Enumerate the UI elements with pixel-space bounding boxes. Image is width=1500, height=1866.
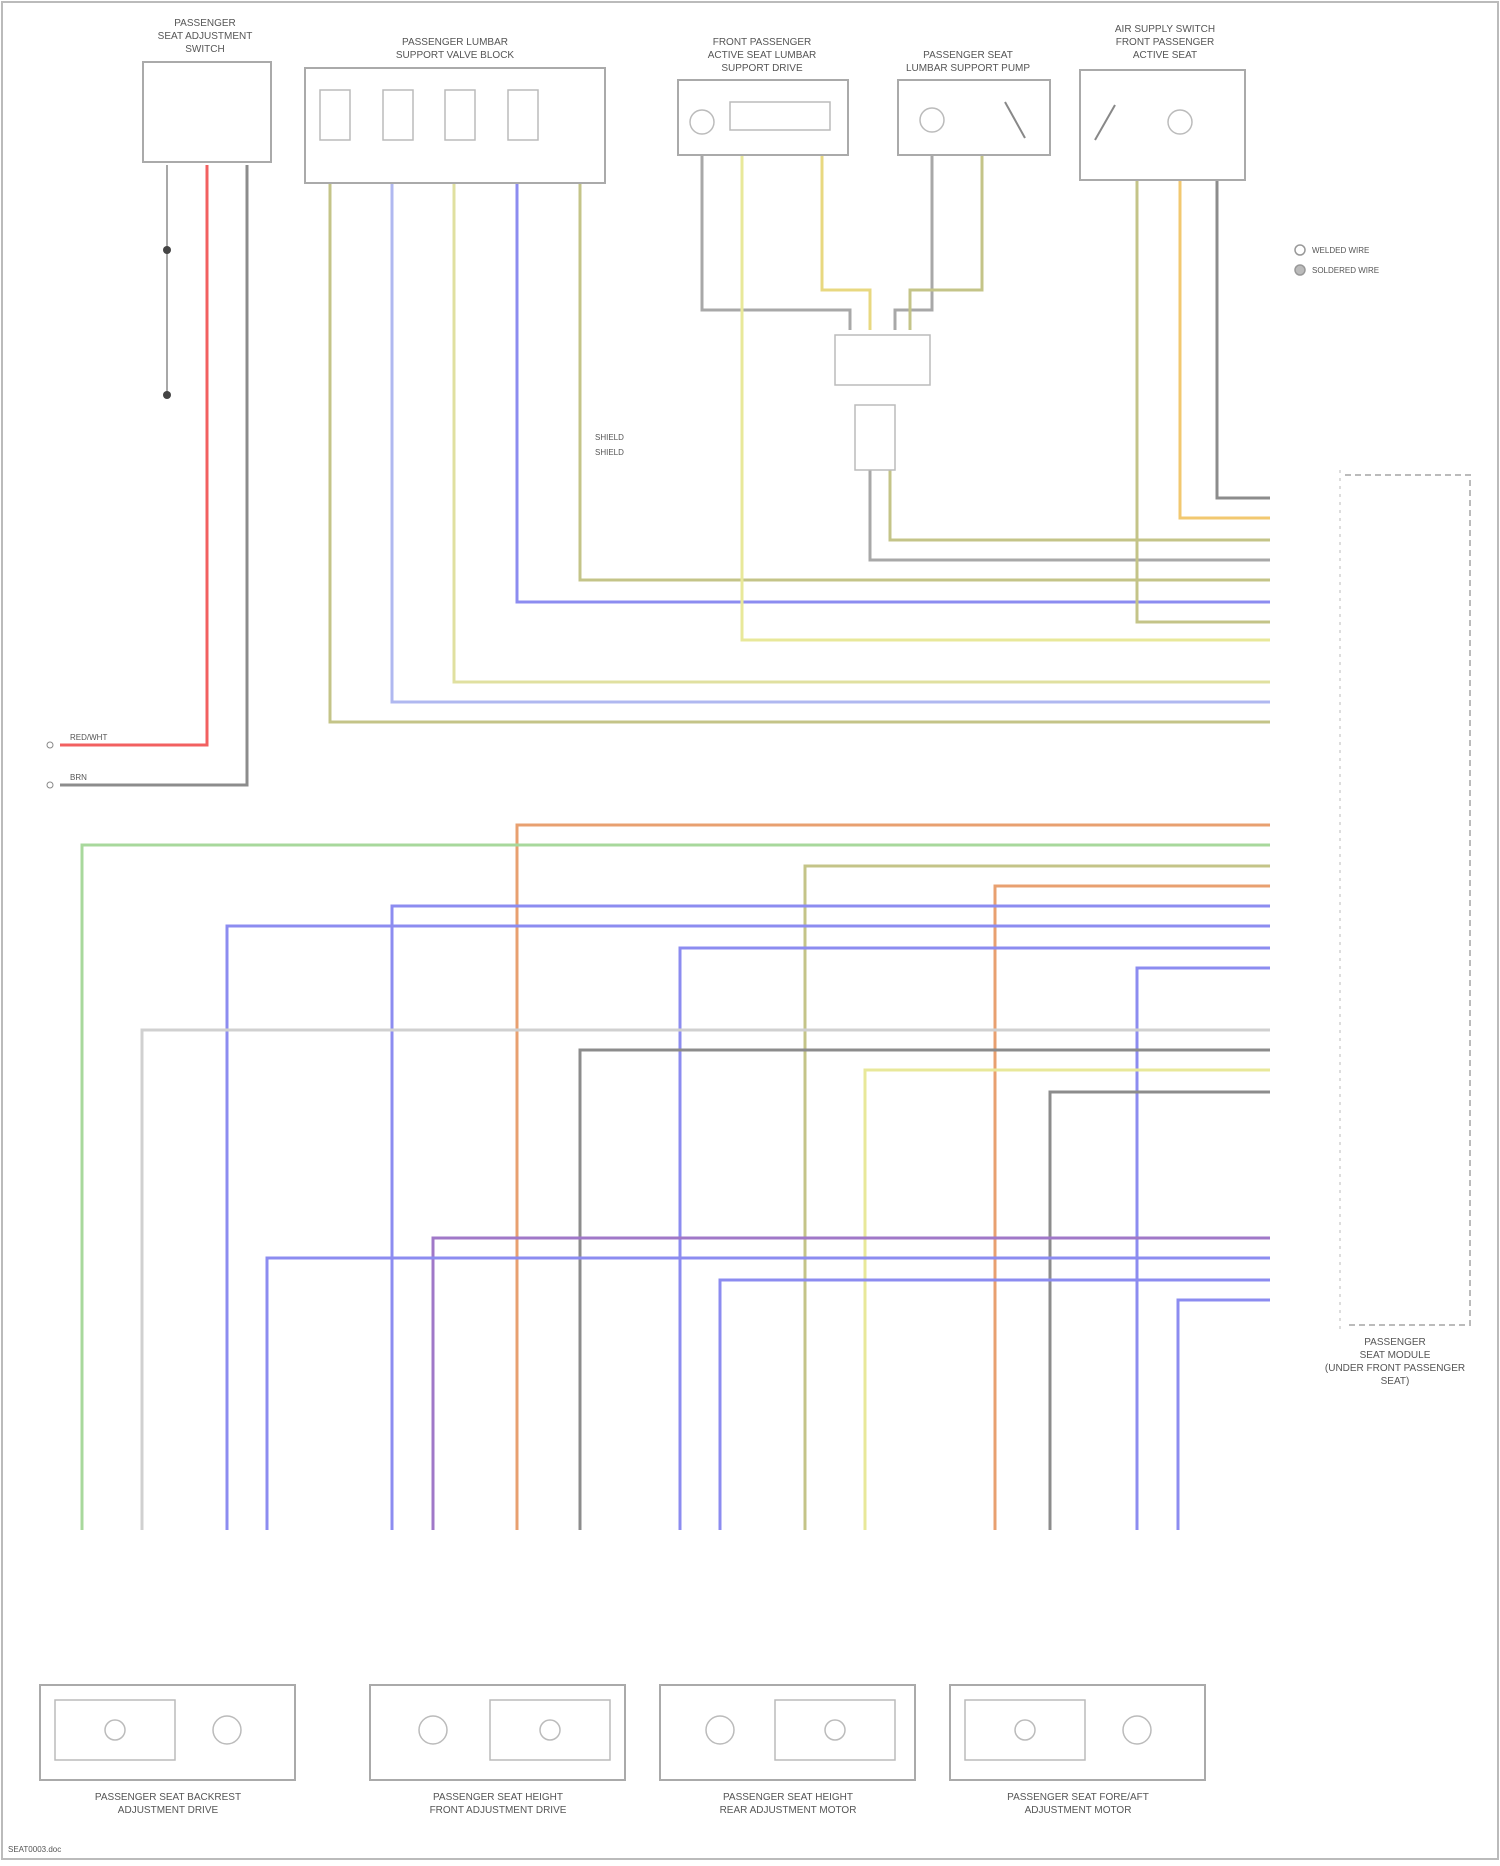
component-seat-module: PASSENGER SEAT MODULE (UNDER FRONT PASSE… <box>1325 470 1470 1387</box>
wire-pump-1 <box>895 140 932 330</box>
motor2-motor-icon <box>419 1716 447 1744</box>
wire-pump-2 <box>910 140 982 330</box>
terminal-brn-icon <box>47 782 53 788</box>
wire-asw-2 <box>1180 165 1270 518</box>
wires <box>60 140 1270 1530</box>
component-active-seat-switch: AIR SUPPLY SWITCH FRONT PASSENGER ACTIVE… <box>1080 24 1245 180</box>
legend-welded: WELDED WIRE <box>1312 246 1369 255</box>
component-lumbar-valve-block: PASSENGER LUMBAR SUPPORT VALVE BLOCK <box>305 37 605 183</box>
shield-label-1: SHIELD <box>595 433 624 442</box>
seat-module-title-3: (UNDER FRONT PASSENGER <box>1325 1363 1465 1374</box>
wire-asw-1 <box>1137 165 1270 622</box>
component-motor-4: PASSENGER SEAT FORE/AFT ADJUSTMENT MOTOR <box>950 1685 1205 1816</box>
wire-motor-b2 <box>580 1050 1270 1530</box>
lumbar-valve-title-2: SUPPORT VALVE BLOCK <box>396 50 515 61</box>
switch-motor-icon <box>1168 110 1192 134</box>
motor4-sensor-icon <box>1015 1720 1035 1740</box>
wire-red-power <box>60 165 207 745</box>
shield-label-2: SHIELD <box>595 448 624 457</box>
inline-connector <box>835 335 930 470</box>
seat-module-title-4: SEAT) <box>1381 1376 1410 1387</box>
wire-motor-a8 <box>1137 968 1270 1530</box>
seat-module-outline <box>1345 475 1470 1325</box>
motor3-title-1: PASSENGER SEAT HEIGHT <box>723 1792 853 1803</box>
motor2-sensor-icon <box>540 1720 560 1740</box>
footer-filename: SEAT0003.doc <box>8 1845 61 1854</box>
active-switch-box <box>1080 70 1245 180</box>
motor4-motor-icon <box>1123 1716 1151 1744</box>
component-motor-1: PASSENGER SEAT BACKREST ADJUSTMENT DRIVE <box>40 1685 295 1816</box>
motor1-sensor-icon <box>105 1720 125 1740</box>
wire-connector-1 <box>870 470 1270 560</box>
wire-lumbar-3 <box>822 140 870 330</box>
valve-coil-1 <box>320 90 350 140</box>
splice-dot <box>163 246 171 254</box>
active-lumbar-title-1: FRONT PASSENGER <box>713 37 812 48</box>
motor4-title-1: PASSENGER SEAT FORE/AFT <box>1007 1792 1149 1803</box>
legend-soldered-icon <box>1295 265 1305 275</box>
seat-adj-switch-box <box>143 62 271 162</box>
legend-welded-icon <box>1295 245 1305 255</box>
seat-module-title-2: SEAT MODULE <box>1360 1350 1431 1361</box>
motor3-sensor-icon <box>825 1720 845 1740</box>
seat-module-title-1: PASSENGER <box>1364 1337 1426 1348</box>
terminal-red: RED/WHT <box>70 733 107 742</box>
active-switch-title-2: FRONT PASSENGER <box>1116 37 1215 48</box>
wire-lumbar-1 <box>702 140 850 330</box>
inline-connector-block <box>835 335 930 385</box>
wire-asw-3 <box>1217 165 1270 498</box>
component-active-seat-lumbar: FRONT PASSENGER ACTIVE SEAT LUMBAR SUPPO… <box>678 37 848 155</box>
wire-motor-a3 <box>805 866 1270 1530</box>
lumbar-pump-title-1: PASSENGER SEAT <box>923 50 1013 61</box>
valve-coil-2 <box>383 90 413 140</box>
lumbar-valve-title-1: PASSENGER LUMBAR <box>402 37 508 48</box>
wire-motor-a6 <box>227 926 1270 1530</box>
motor2-title-1: PASSENGER SEAT HEIGHT <box>433 1792 563 1803</box>
valve-coil-3 <box>445 90 475 140</box>
terminal-red-icon <box>47 742 53 748</box>
valve-coil-4 <box>508 90 538 140</box>
wire-motor-c2 <box>267 1258 1270 1530</box>
seat-adj-switch-title-3: SWITCH <box>185 44 224 55</box>
motor3-title-2: REAR ADJUSTMENT MOTOR <box>720 1805 857 1816</box>
wire-motor-b4 <box>1050 1092 1270 1530</box>
active-switch-title-1: AIR SUPPLY SWITCH <box>1115 24 1215 35</box>
seat-adj-switch-title-1: PASSENGER <box>174 18 236 29</box>
ground-dot <box>163 391 171 399</box>
motor1-motor-icon <box>213 1716 241 1744</box>
wire-connector-2 <box>890 470 1270 540</box>
seat-adj-switch-title-2: SEAT ADJUSTMENT <box>158 31 253 42</box>
wire-motor-a4 <box>995 886 1270 1530</box>
lumbar-pump-title-2: LUMBAR SUPPORT PUMP <box>906 63 1030 74</box>
active-lumbar-title-2: ACTIVE SEAT LUMBAR <box>708 50 817 61</box>
legend: WELDED WIRE SOLDERED WIRE <box>1295 245 1379 275</box>
active-switch-title-3: ACTIVE SEAT <box>1133 50 1197 61</box>
wire-brn-ground <box>60 165 247 785</box>
terminal-brn: BRN <box>70 773 87 782</box>
wire-valve-4 <box>517 175 1270 602</box>
wire-motor-a1 <box>517 825 1270 1530</box>
component-lumbar-pump: PASSENGER SEAT LUMBAR SUPPORT PUMP <box>898 50 1050 155</box>
component-motor-2: PASSENGER SEAT HEIGHT FRONT ADJUSTMENT D… <box>370 1685 625 1816</box>
motor4-title-2: ADJUSTMENT MOTOR <box>1025 1805 1132 1816</box>
motor-symbol-icon <box>690 110 714 134</box>
legend-soldered: SOLDERED WIRE <box>1312 266 1379 275</box>
active-lumbar-title-3: SUPPORT DRIVE <box>721 63 803 74</box>
motor2-title-2: FRONT ADJUSTMENT DRIVE <box>430 1805 567 1816</box>
drive-module-rect <box>730 102 830 130</box>
component-motor-3: PASSENGER SEAT HEIGHT REAR ADJUSTMENT MO… <box>660 1685 915 1816</box>
wire-motor-c1 <box>433 1238 1270 1530</box>
motor3-motor-icon <box>706 1716 734 1744</box>
motor1-title-1: PASSENGER SEAT BACKREST <box>95 1792 241 1803</box>
wire-motor-c4 <box>1178 1300 1270 1530</box>
inline-connector-stub <box>855 405 895 470</box>
motor1-title-2: ADJUSTMENT DRIVE <box>118 1805 219 1816</box>
pump-motor-icon <box>920 108 944 132</box>
